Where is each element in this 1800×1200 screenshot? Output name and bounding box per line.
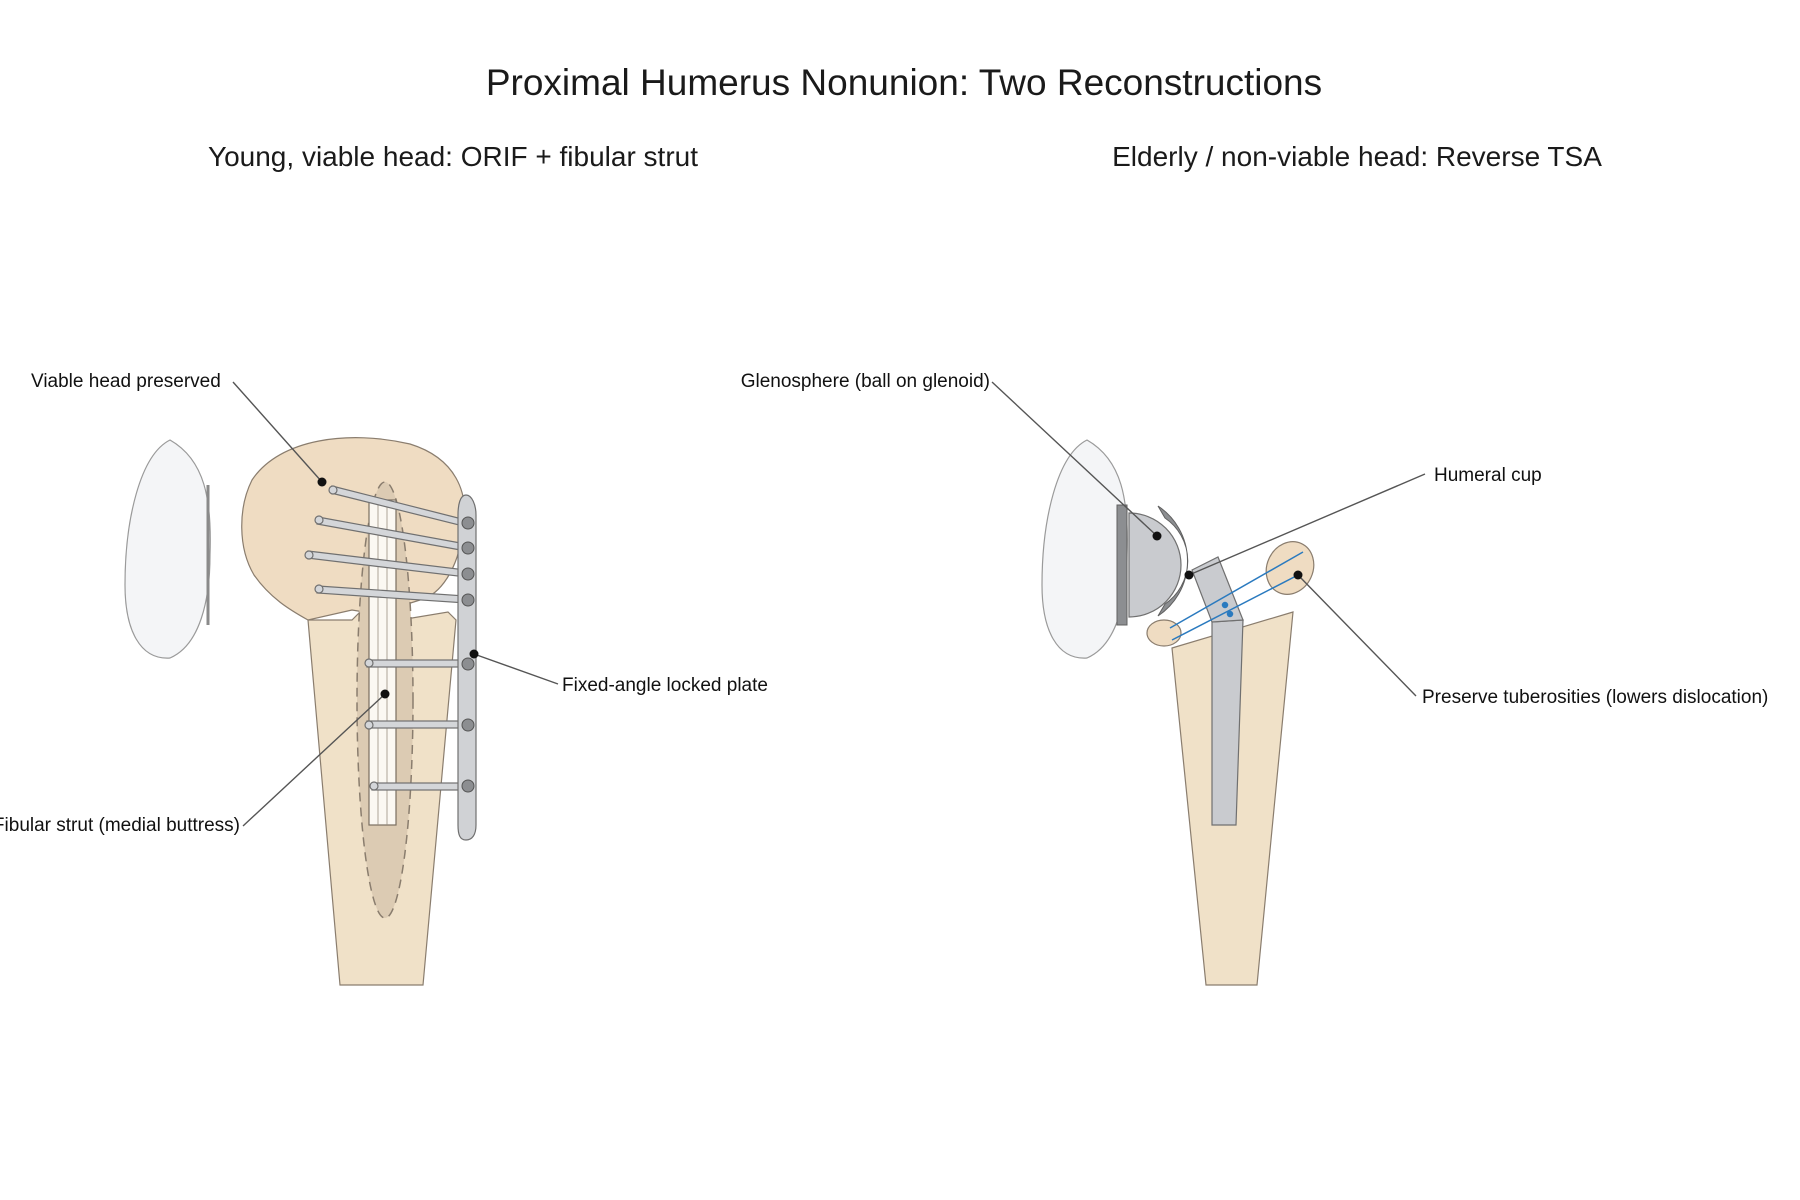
locking-screws <box>304 485 468 791</box>
humeral-cup <box>1157 505 1189 617</box>
annotation-locked-plate: Fixed-angle locked plate <box>469 649 768 696</box>
tuberosity-sutures <box>1169 551 1304 641</box>
orif-diagram: Viable head preserved Fixed-angle locked… <box>0 371 768 986</box>
label-glenosphere: Glenosphere (ball on glenoid) <box>741 371 990 392</box>
label-humeral-cup: Humeral cup <box>1434 465 1542 486</box>
locked-plate <box>457 494 477 841</box>
annotation-glenosphere: Glenosphere (ball on glenoid) <box>741 371 1162 541</box>
glenosphere <box>1128 512 1182 618</box>
annotation-humeral-cup: Humeral cup <box>1184 465 1542 580</box>
reverse-tsa-diagram: Glenosphere (ball on glenoid) Humeral cu… <box>741 371 1768 986</box>
annotation-viable-head: Viable head preserved <box>31 371 327 487</box>
right-panel-subtitle: Elderly / non-viable head: Reverse TSA <box>1112 141 1602 172</box>
annotation-tuberosities: Preserve tuberosities (lowers dislocatio… <box>1293 570 1768 708</box>
label-viable-head: Viable head preserved <box>31 371 221 392</box>
figure-title: Proximal Humerus Nonunion: Two Reconstru… <box>486 62 1322 103</box>
annotation-fibular-strut: Fibular strut (medial buttress) <box>0 689 390 836</box>
left-glenoid <box>124 439 211 659</box>
right-glenoid <box>1041 439 1128 659</box>
label-fibular-strut: Fibular strut (medial buttress) <box>0 815 240 836</box>
stem-neck <box>1191 556 1244 623</box>
label-locked-plate: Fixed-angle locked plate <box>562 675 768 696</box>
label-tuberosities: Preserve tuberosities (lowers dislocatio… <box>1422 687 1768 708</box>
glenoid-baseplate <box>1116 504 1128 626</box>
left-panel-subtitle: Young, viable head: ORIF + fibular strut <box>208 141 698 172</box>
greater-tuberosity <box>1265 541 1315 595</box>
